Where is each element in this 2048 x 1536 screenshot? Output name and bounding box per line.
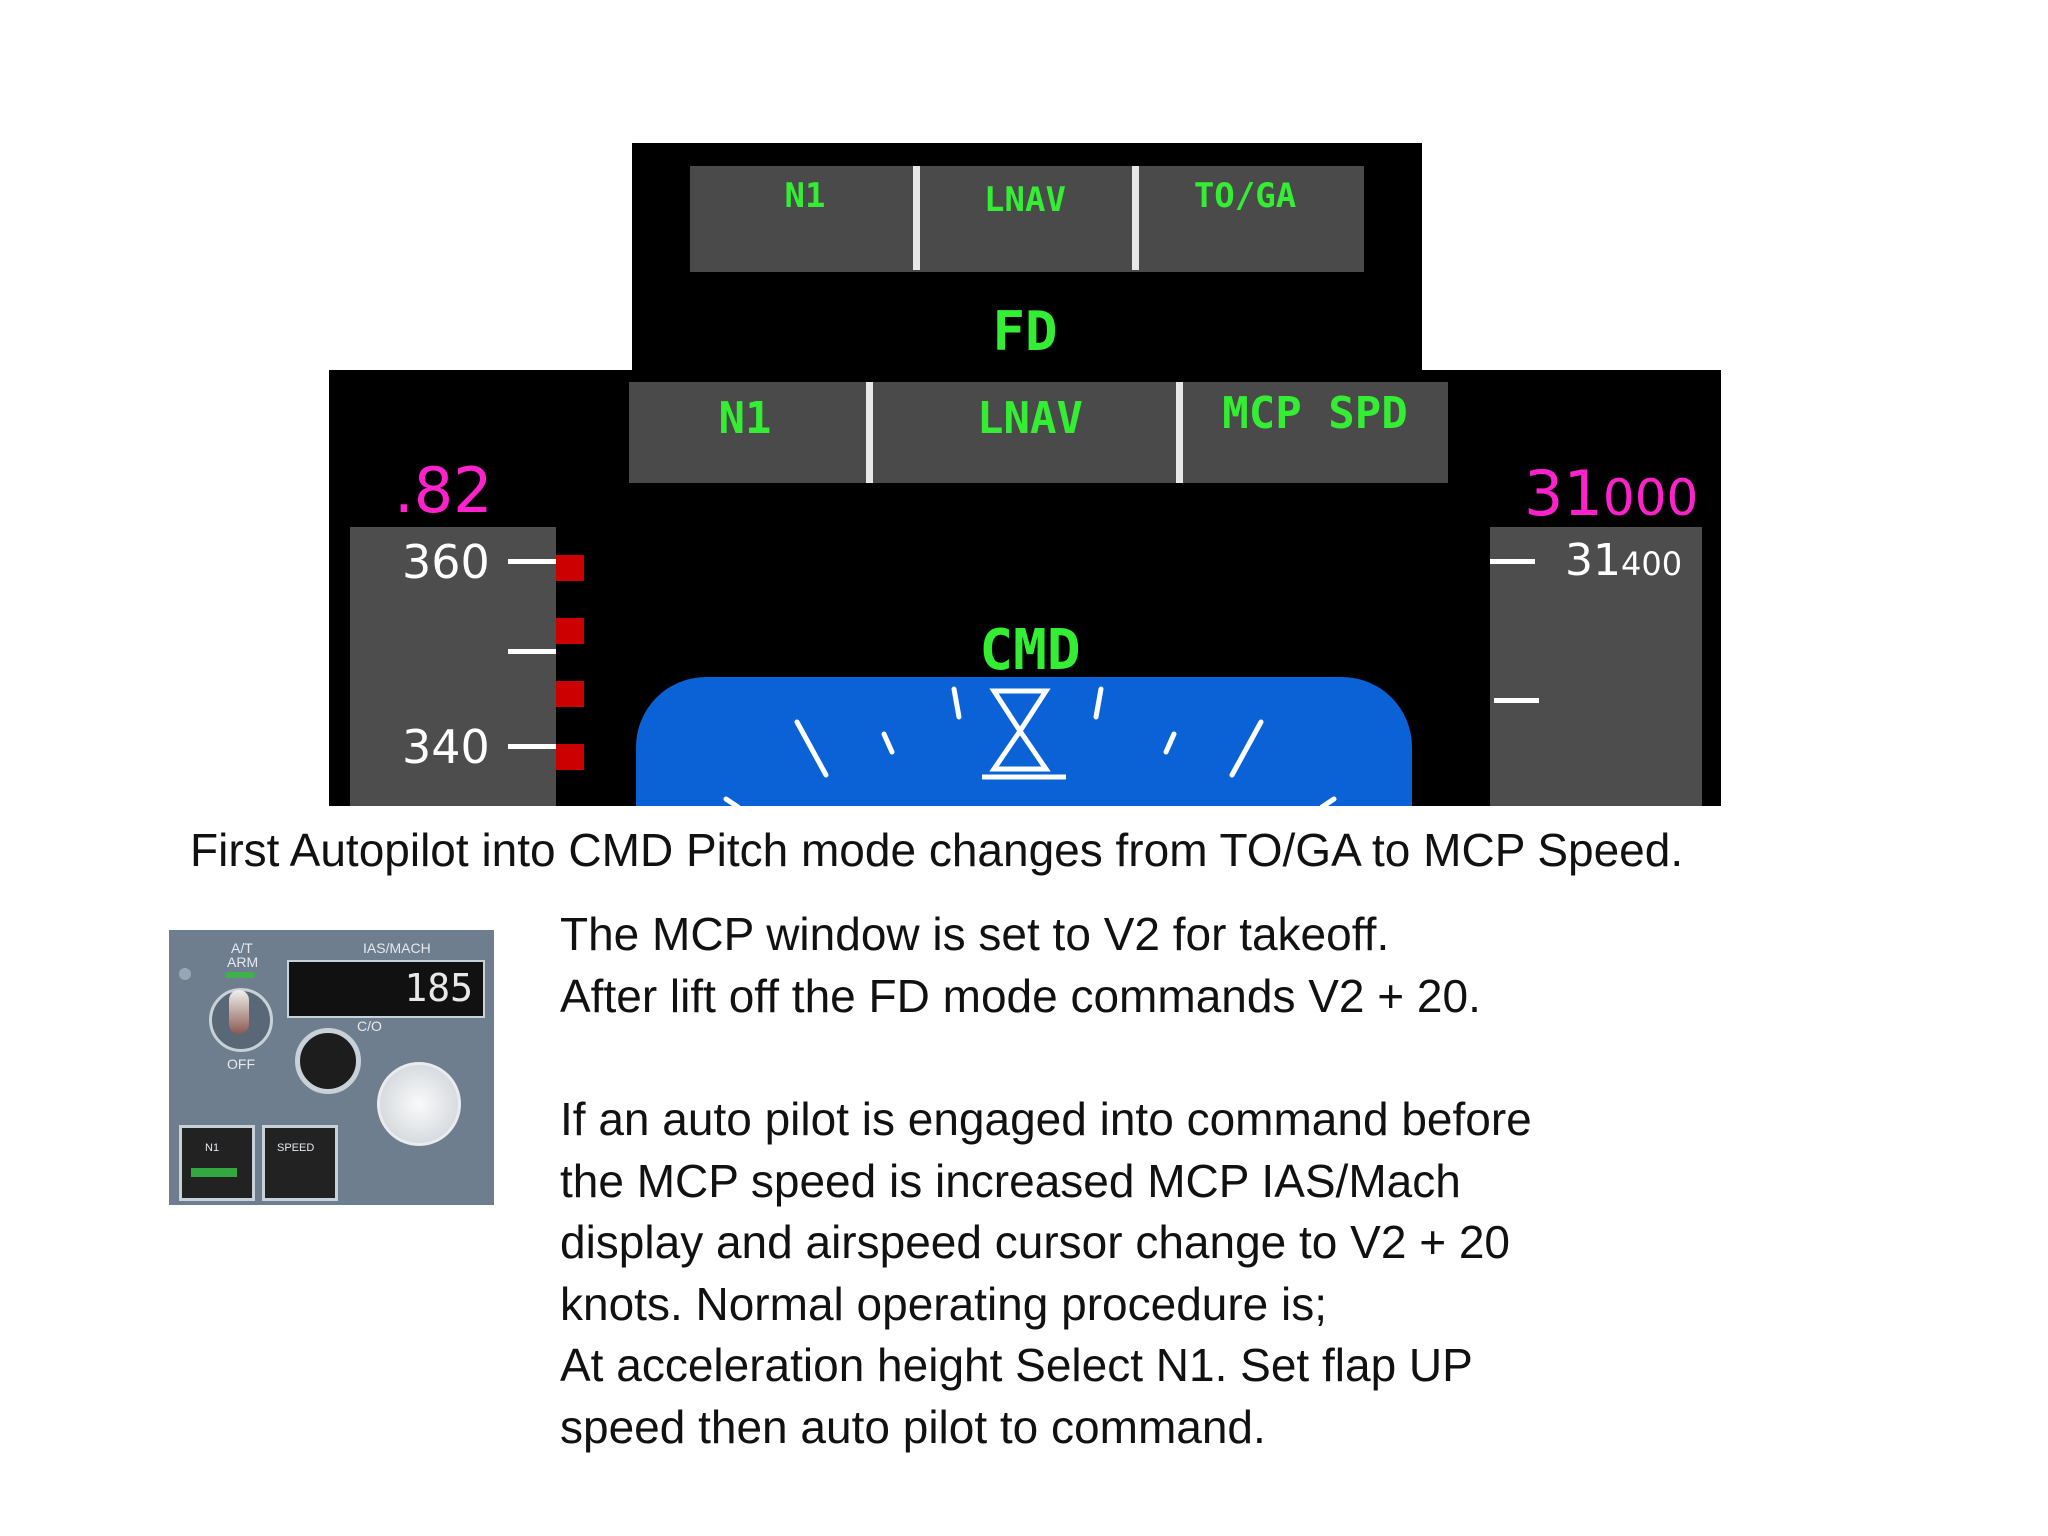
n1-engaged-light (191, 1168, 237, 1177)
cmd-fma-thrust-mode: N1 (718, 393, 772, 444)
co-label: C/O (357, 1018, 382, 1034)
selected-mach: .82 (394, 454, 493, 527)
cmd-fma-separator (866, 382, 873, 483)
text-line: The MCP window is set to V2 for takeoff. (560, 908, 1390, 960)
selected-altitude: 31000 (1524, 458, 1698, 546)
altitude-tape (1490, 527, 1702, 806)
paragraph-procedure: If an auto pilot is engaged into command… (560, 1089, 1532, 1458)
cmd-fma-separator (1176, 382, 1183, 483)
figure-caption: First Autopilot into CMD Pitch mode chan… (190, 824, 1684, 876)
speed-button[interactable] (262, 1125, 338, 1201)
fd-fma-roll-mode: LNAV (984, 180, 1066, 220)
fd-fma-thrust-mode: N1 (784, 176, 826, 216)
speed-tick (508, 744, 556, 749)
speed-tick (508, 559, 556, 564)
text-line: After lift off the FD mode commands V2 +… (560, 969, 1481, 1022)
text-line: At acceleration height Select N1. Set fl… (560, 1339, 1473, 1391)
speed-label-340: 340 (402, 720, 490, 774)
changeover-button[interactable] (295, 1028, 361, 1094)
ias-mach-readout: 185 (404, 966, 473, 1010)
cmd-fma-roll-mode: LNAV (977, 393, 1083, 444)
text-line: the MCP speed is increased MCP IAS/Mach (560, 1154, 1461, 1207)
fd-status: FD (992, 300, 1058, 363)
current-altitude-thousands: 31 (1565, 535, 1621, 586)
cmd-fma-pitch-mode: MCP SPD (1222, 388, 1408, 439)
speed-tick (508, 649, 556, 654)
speed-label-360: 360 (402, 535, 490, 589)
speed-tape (350, 527, 556, 806)
at-arm-label-top: A/T (231, 940, 253, 956)
n1-button-label: N1 (205, 1142, 220, 1154)
text-line: If an auto pilot is engaged into command… (560, 1093, 1532, 1145)
cmd-fma-strip (629, 382, 1448, 483)
screw-icon (179, 968, 191, 980)
altitude-tick (1490, 559, 1535, 564)
ias-mach-window (287, 960, 485, 1018)
current-altitude: 31400 (1565, 533, 1682, 598)
fd-fma-separator (1132, 166, 1139, 270)
selected-altitude-thousands: 31 (1524, 457, 1603, 530)
selected-altitude-hundreds: 000 (1602, 469, 1699, 527)
cmd-status: CMD (979, 618, 1081, 683)
speed-bug-marker (556, 618, 584, 644)
n1-button[interactable] (179, 1125, 255, 1201)
at-arm-toggle-lever (229, 990, 249, 1034)
paragraph-v2-setting: The MCP window is set to V2 for takeoff.… (560, 904, 1481, 1027)
fd-fma-strip (690, 166, 1364, 272)
sky-pointer-icon (982, 688, 1066, 780)
speed-button-label: SPEED (277, 1142, 315, 1154)
text-line: display and airspeed cursor change to V2… (560, 1216, 1511, 1268)
current-altitude-hundreds: 400 (1621, 545, 1683, 583)
fd-fma-pitch-mode: TO/GA (1193, 176, 1297, 216)
pfd-display (329, 370, 1721, 806)
attitude-sky (636, 677, 1412, 806)
text-line: knots. Normal operating procedure is; (560, 1277, 1328, 1330)
speed-bug-marker (556, 744, 584, 770)
off-label: OFF (227, 1056, 255, 1072)
speed-selector-knob[interactable] (377, 1062, 461, 1146)
speed-bug-marker (556, 681, 584, 707)
mcp-panel: A/T ARM OFF IAS/MACH 185 C/O N1 SPEED (169, 930, 494, 1205)
text-line: speed then auto pilot to command. (560, 1400, 1266, 1453)
arm-light (225, 972, 255, 978)
fd-fma-separator (913, 166, 920, 270)
roll-scale (723, 686, 1337, 806)
altitude-tick (1494, 698, 1539, 703)
at-arm-label-bottom: ARM (227, 954, 259, 970)
speed-bug-marker (556, 555, 584, 581)
ias-mach-label: IAS/MACH (363, 940, 431, 956)
